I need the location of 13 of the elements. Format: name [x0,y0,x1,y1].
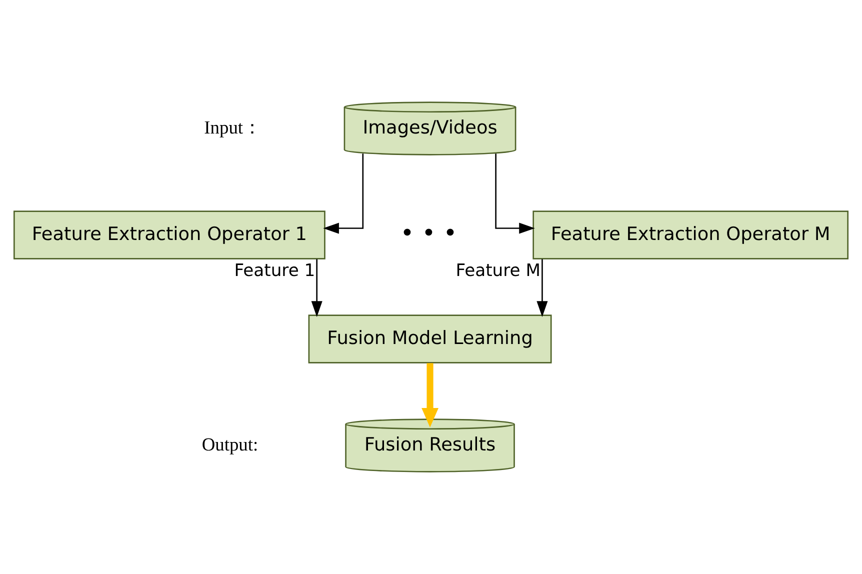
arrow [323,154,364,234]
arrow [311,259,322,317]
edge-label: Feature M [456,260,541,281]
label: • • • [400,218,458,247]
arrow [495,154,535,234]
node-box: Feature Extraction Operator 1 [14,210,326,260]
node-box: Fusion Model Learning [308,314,552,364]
arrow [536,259,548,317]
node-box: Feature Extraction Operator M [532,210,848,260]
label: Output: [202,434,258,454]
arrow [422,363,438,428]
edge-label: Feature 1 [234,260,316,281]
label: Input： [204,117,262,138]
